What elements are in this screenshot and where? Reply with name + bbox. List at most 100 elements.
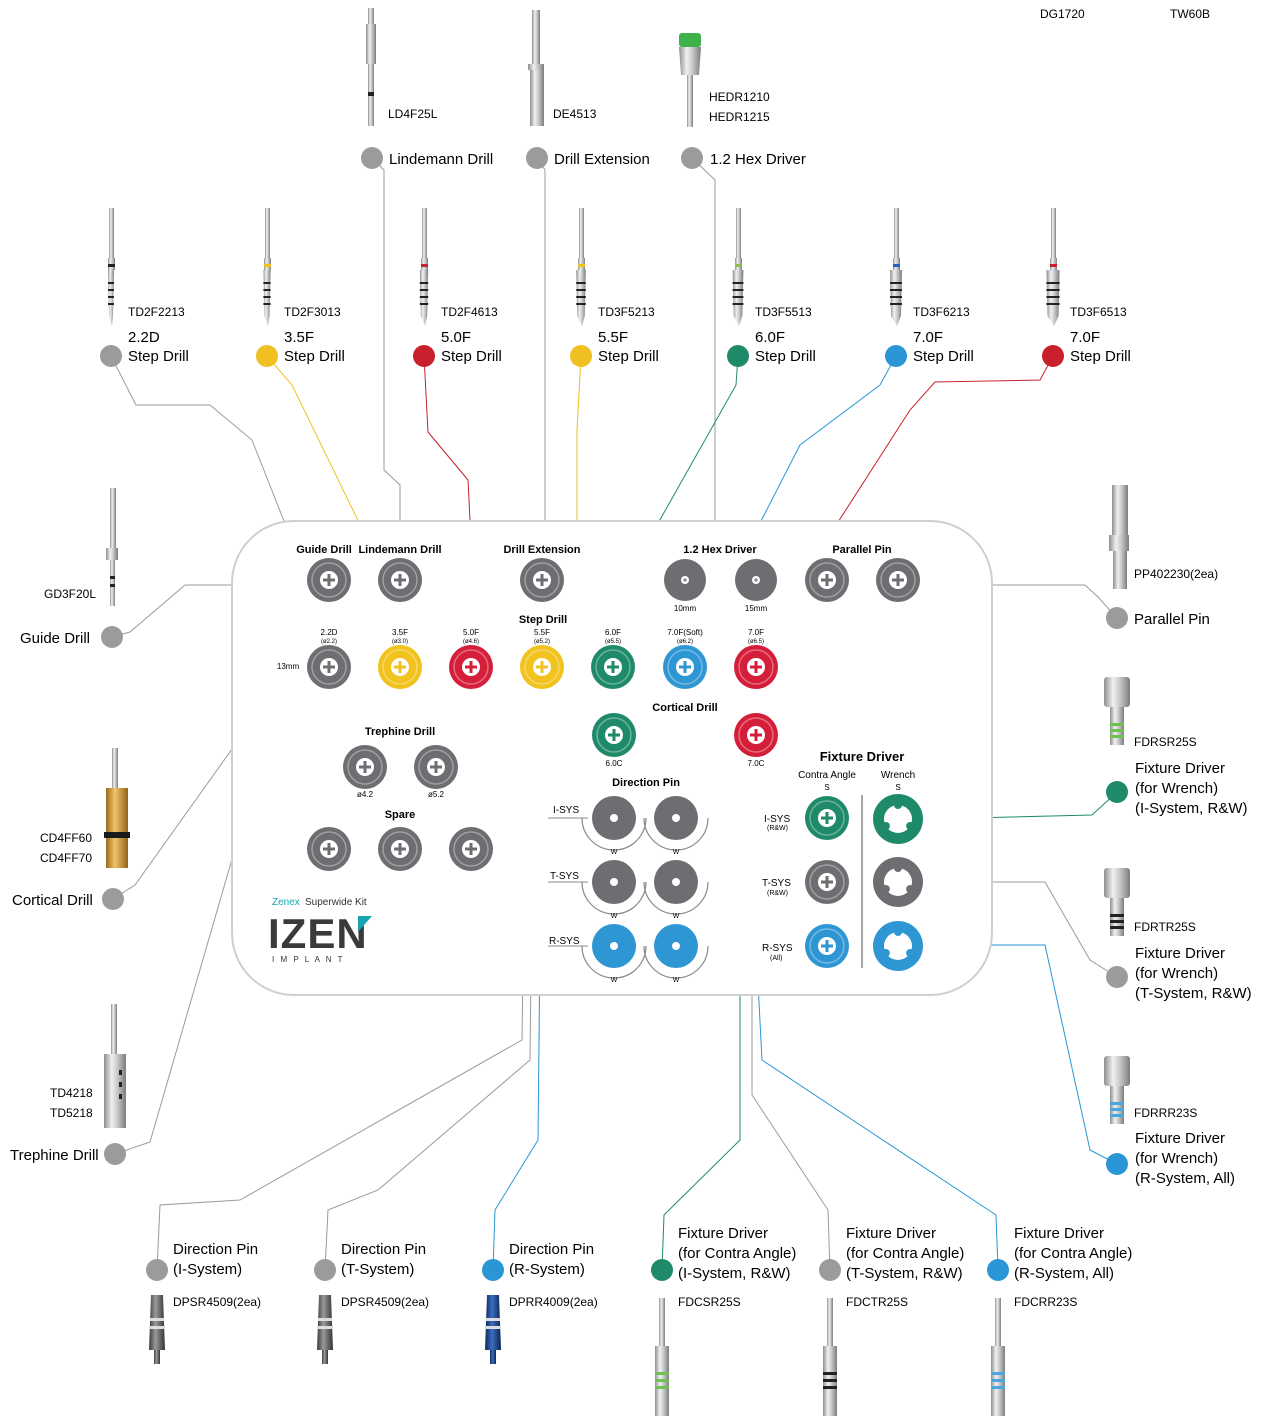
bottom-tool-2: Direction Pin(T-System)DPSR4509(2ea) (314, 1241, 429, 1364)
step-drill-dot (570, 345, 592, 367)
step-drill-size: 6.0F (755, 329, 785, 346)
step-drill-icon (576, 208, 586, 326)
bottom-tool-code: DPRR4009(2ea) (509, 1295, 598, 1309)
slot-w-label: W (611, 913, 618, 920)
bottom-tool-dot (146, 1259, 168, 1281)
step-drill-code: TD2F2213 (128, 305, 185, 319)
slot-spare-2 (378, 827, 422, 871)
bottom-tool-label-1: Fixture Driver (846, 1225, 936, 1242)
step-drill-label: Step Drill (284, 348, 345, 365)
slot-cross-icon (750, 729, 762, 741)
step-size-label: 5.0F (463, 628, 479, 637)
fdr-tsys-label-2: (for Wrench) (1135, 965, 1218, 982)
step-drill-label: Step Drill (128, 348, 189, 365)
bottom-tool-label-3: (R-System, All) (1014, 1265, 1114, 1282)
slot-cross-icon (607, 661, 619, 673)
slot-step-drill-6 (663, 645, 707, 689)
bottom-tool-1: Direction Pin(I-System)DPSR4509(2ea) (146, 1241, 261, 1364)
top-tool-lindemann: LD4F25L Lindemann Drill (361, 8, 493, 169)
top-tool-hexdriver: HEDR1210 HEDR1215 1.2 Hex Driver (679, 33, 806, 169)
bottom-tool-dot (651, 1259, 673, 1281)
tray-cortical-70: 7.0C (748, 759, 765, 768)
step-size-sub: (ø5.2) (534, 639, 550, 645)
step-drill-icon (108, 208, 115, 326)
step-drill-icon (890, 208, 902, 326)
step-drill-code: TD3F6213 (913, 305, 970, 319)
parallel-dot (1106, 607, 1128, 629)
step-drill-icon (732, 208, 744, 326)
brand-zenex: Zenex (272, 897, 300, 908)
kit-tray (231, 520, 993, 996)
hexdriver-dot (681, 147, 703, 169)
slot-cross-icon (323, 661, 335, 673)
bottom-tool-dot (482, 1259, 504, 1281)
left-tool-cortical: CD4FF60 CD4FF70 Cortical Drill (12, 748, 130, 910)
parallel-label: Parallel Pin (1134, 611, 1210, 628)
fixture-driver-contra-icon (991, 1298, 1005, 1416)
step-size-label: 7.0F(Soft) (667, 628, 703, 637)
extension-label: Drill Extension (554, 151, 650, 168)
bottom-tool-3: Direction Pin(R-System)DPRR4009(2ea) (482, 1241, 598, 1364)
step-size-sub: (ø6.5) (748, 639, 764, 645)
fdr-rsys-dot (1106, 1153, 1128, 1175)
slot-cross-icon (821, 940, 833, 952)
left-tool-trephine: TD4218 TD5218 Trephine Drill (10, 1004, 126, 1165)
step-size-label: 6.0F (605, 628, 621, 637)
tray-small-labels: 10mm 15mm 13mm 6.0C 7.0C ø4.2 ø5.2 Contr… (277, 604, 915, 962)
fixture-driver-wrench-icon (1104, 868, 1130, 936)
slot-hex-10 (664, 559, 706, 601)
fdr-rsys-label-3: (R-System, All) (1135, 1170, 1235, 1187)
slot-direction-pin-tsys-2: W (643, 860, 709, 920)
tray-trephine-42: ø4.2 (357, 790, 374, 799)
brand-sub: I M P L A N T (272, 955, 345, 964)
step-size-label: 3.5F (392, 628, 408, 637)
slot-drill-extension (520, 558, 564, 602)
connector-2.2d (110, 355, 326, 626)
slot-cross-icon (821, 574, 833, 586)
bottom-tool-label-2: (I-System) (173, 1261, 242, 1278)
slot-cross-icon (430, 761, 442, 773)
brand: Zenex Superwide Kit IZEN I M P L A N T (268, 897, 372, 964)
tray-hex-10: 10mm (674, 604, 697, 613)
fdr-rsys-label-1: Fixture Driver (1135, 1130, 1225, 1147)
direction-pin-icon (317, 1295, 333, 1364)
tray-trephine-drill: Trephine Drill (365, 726, 435, 738)
slot-direction-pin-tsys-1: W (581, 860, 647, 920)
top-tool-extension: DE4513 Drill Extension (526, 10, 650, 169)
tray-dp-rsys: R-SYS (549, 936, 580, 947)
slot-cross-icon (821, 812, 833, 824)
header-code-2: TW60B (1170, 7, 1210, 21)
parallel-pin-icon (1109, 485, 1129, 589)
trephine-code-2: TD5218 (50, 1106, 93, 1120)
bottom-tool-code: DPSR4509(2ea) (173, 1295, 261, 1309)
bottom-tool-label-1: Direction Pin (341, 1241, 426, 1258)
connector-7.0f (769, 355, 1054, 629)
fixture-driver-wrench-icon (1104, 677, 1130, 745)
cortical-code-1: CD4FF60 (40, 831, 92, 845)
slot-w-label: W (673, 977, 680, 984)
guide-label: Guide Drill (20, 630, 90, 647)
step-drill-size: 7.0F (913, 329, 943, 346)
connector-hexdriver (691, 157, 716, 560)
slot-guide-drill (307, 558, 351, 602)
slot-direction-pin-rsys-2: W (643, 924, 709, 984)
step-size-sub: (ø5.5) (605, 639, 621, 645)
bottom-tool-code: FDCRR23S (1014, 1295, 1077, 1309)
trephine-drill-icon (104, 1004, 126, 1128)
extension-code: DE4513 (553, 107, 597, 121)
right-tool-fdr-rsys: FDRRR23S Fixture Driver (for Wrench) (R-… (1104, 1056, 1235, 1187)
step-size-label: 7.0F (748, 628, 764, 637)
bottom-tool-label-2: (for Contra Angle) (678, 1245, 796, 1262)
slot-w-label: W (673, 849, 680, 856)
fdr-tsys-label-3: (T-System, R&W) (1135, 985, 1252, 1002)
parallel-code: PP402230(2ea) (1134, 567, 1218, 581)
drill-extension-icon (528, 10, 544, 126)
bottom-tool-6: Fixture Driver(for Contra Angle)(R-Syste… (987, 1225, 1132, 1416)
cortical-code-2: CD4FF70 (40, 851, 92, 865)
slot-parallel-pin-2 (876, 558, 920, 602)
tray-lindemann-drill: Lindemann Drill (358, 544, 441, 556)
step-size-sub: (ø2.2) (321, 639, 337, 645)
tray-trephine-52: ø5.2 (428, 790, 445, 799)
